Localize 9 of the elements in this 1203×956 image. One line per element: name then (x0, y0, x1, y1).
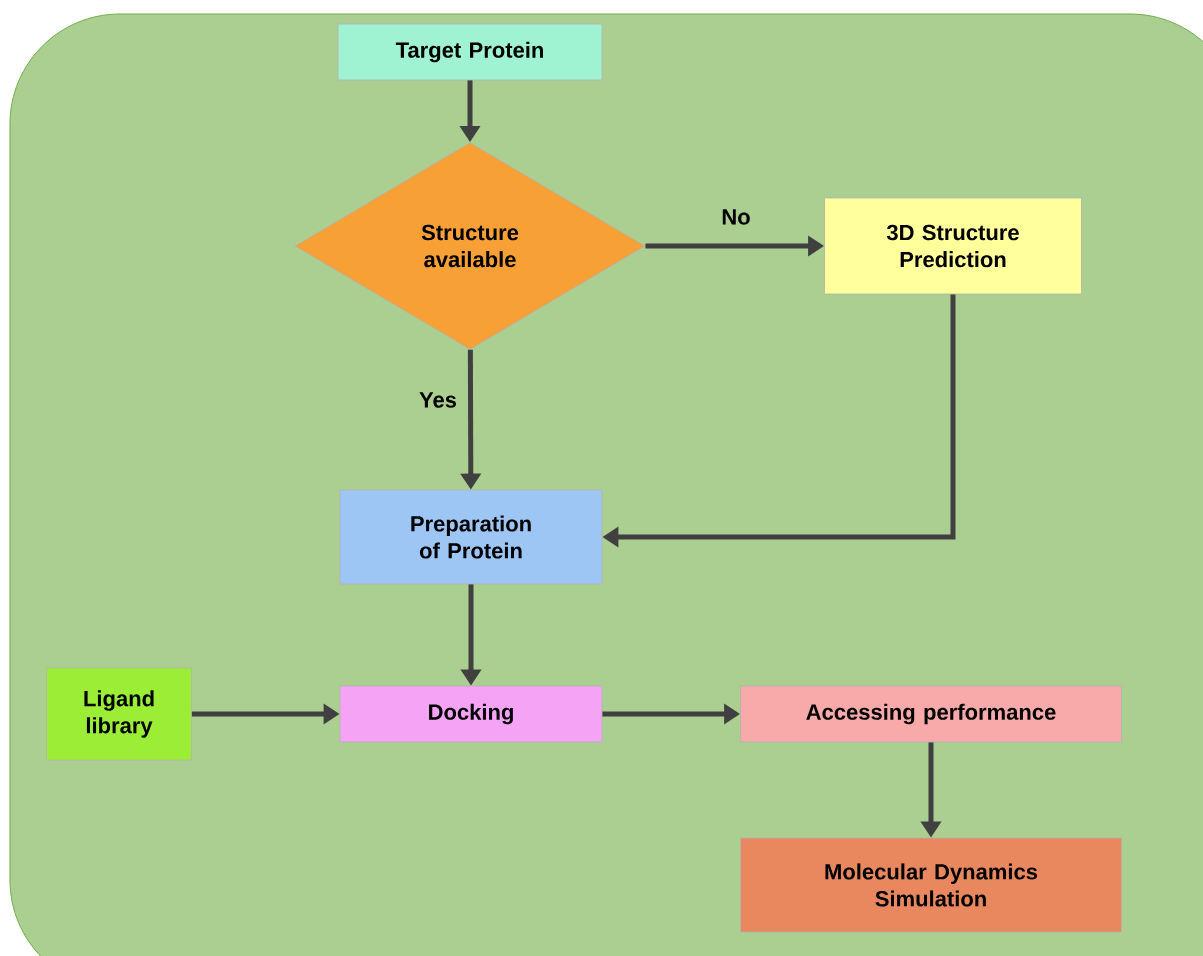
process-box: Molecular Dynamics Simulation (740, 837, 1122, 933)
process-box: 3D Structure Prediction (824, 197, 1082, 295)
edge-label: Yes (419, 392, 457, 408)
process-box: Target Protein (337, 23, 603, 81)
process-box: Accessing performance (740, 685, 1122, 743)
edge-label: No (722, 209, 750, 225)
process-box: Preparation of Protein (339, 489, 603, 585)
process-box: Docking (339, 685, 603, 743)
process-box: Ligand library (46, 667, 192, 761)
